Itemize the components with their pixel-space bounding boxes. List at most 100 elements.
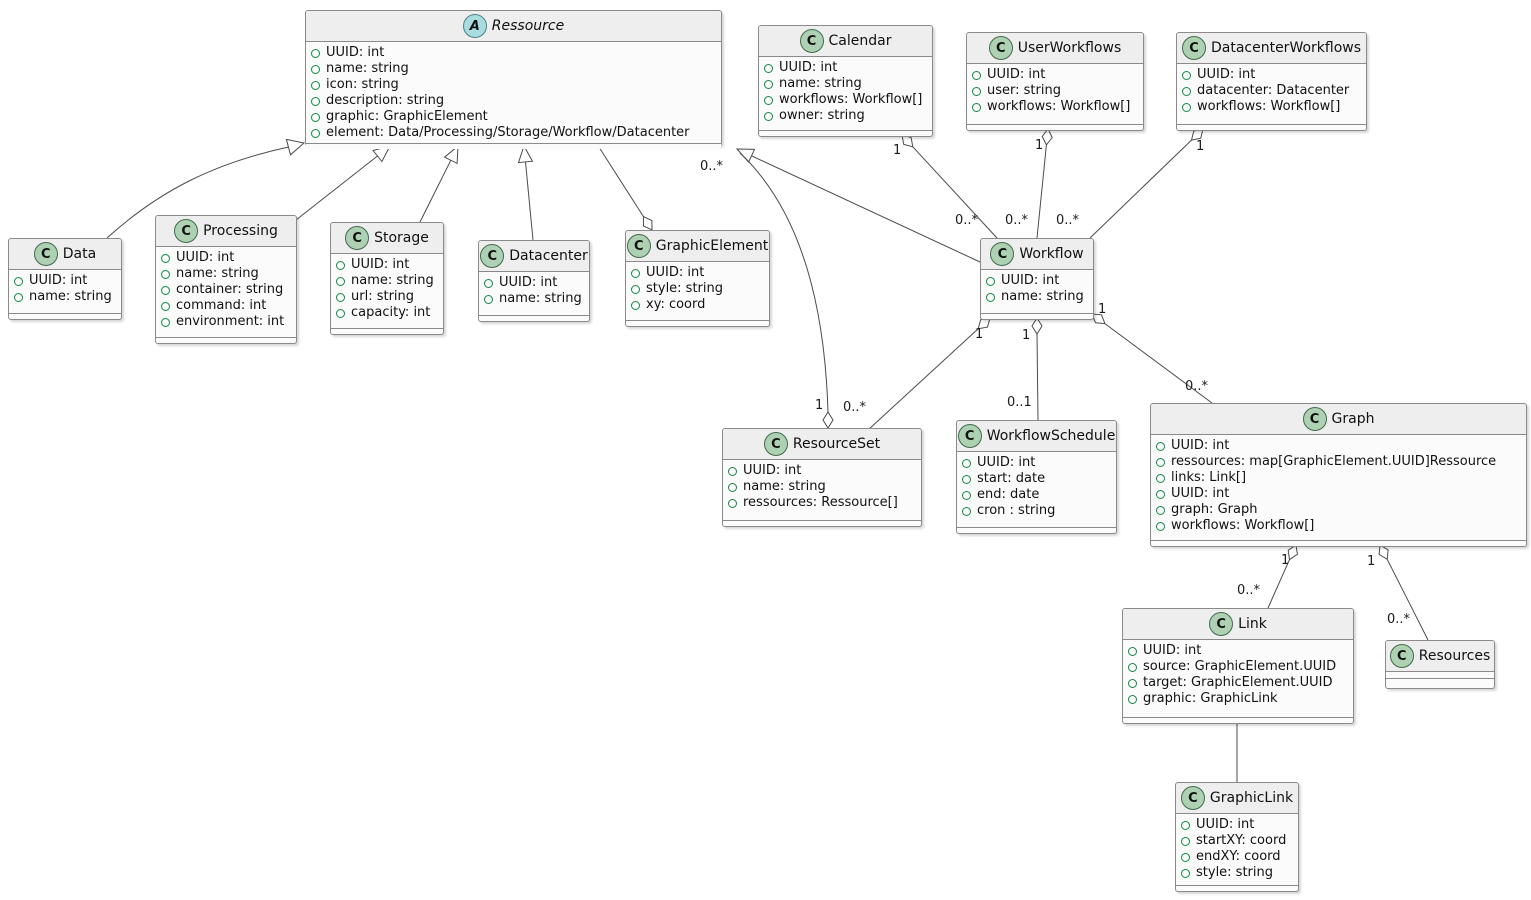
attribute: ressources: Ressource[] — [728, 495, 915, 511]
class-header: C Link — [1123, 609, 1353, 640]
class-storage: C Storage UUID: int name: string url: st… — [330, 222, 444, 335]
attribute: datacenter: Datacenter — [1182, 83, 1360, 99]
multiplicity-label: 1 — [975, 327, 984, 342]
class-header: C Datacenter — [479, 241, 589, 272]
class-name: ResourceSet — [792, 436, 881, 452]
multiplicity-label: 0..* — [955, 213, 979, 228]
class-name: Processing — [203, 223, 278, 239]
attributes-compartment — [1386, 671, 1494, 678]
class-icon: C — [480, 244, 505, 268]
methods-compartment — [306, 143, 721, 149]
class-name: GraphicLink — [1209, 790, 1294, 806]
attribute: graphic: GraphicElement — [311, 109, 715, 125]
visibility-icon — [631, 268, 640, 278]
aggregation-workflow-graph — [1091, 313, 1213, 404]
visibility-icon — [336, 260, 345, 270]
attribute: UUID: int — [962, 455, 1110, 471]
attribute: workflows: Workflow[] — [1156, 518, 1520, 534]
attribute: source: GraphicElement.UUID — [1128, 659, 1347, 675]
aggregation-graph-resources — [1378, 544, 1429, 641]
class-icon: C — [799, 29, 824, 53]
visibility-icon — [1181, 820, 1190, 830]
methods-compartment — [156, 337, 296, 343]
attribute: workflows: Workflow[] — [1182, 99, 1360, 115]
inheritance-data-ressource — [106, 138, 306, 239]
visibility-icon — [336, 276, 345, 286]
aggregation-resourceset-ressource — [739, 152, 834, 429]
attribute: name: string — [161, 266, 290, 282]
class-icon: C — [957, 424, 982, 448]
class-icon: C — [1180, 786, 1205, 810]
methods-compartment — [1151, 540, 1526, 546]
class-header: C Calendar — [759, 26, 932, 57]
class-name: Graph — [1331, 411, 1375, 427]
attribute: UUID: int — [1156, 486, 1520, 502]
class-name: Link — [1238, 616, 1267, 632]
visibility-icon — [1156, 505, 1165, 515]
class-graphicelement: C GraphicElement UUID: int style: string… — [625, 230, 770, 327]
attribute: end: date — [962, 487, 1110, 503]
attribute: UUID: int — [972, 67, 1137, 83]
class-processing: C Processing UUID: int name: string cont… — [155, 215, 297, 344]
class-header: C Storage — [331, 223, 443, 254]
visibility-icon — [962, 474, 971, 484]
attribute: icon: string — [311, 77, 715, 93]
class-name: WorkflowSchedule — [986, 428, 1116, 444]
attribute: endXY: coord — [1181, 849, 1292, 865]
attribute: style: string — [631, 281, 763, 297]
visibility-icon — [986, 292, 995, 302]
multiplicity-label: 0..* — [700, 159, 724, 174]
visibility-icon — [764, 79, 773, 89]
multiplicity-label: 0..* — [1056, 213, 1080, 228]
attribute: element: Data/Processing/Storage/Workflo… — [311, 125, 715, 141]
attribute: graph: Graph — [1156, 502, 1520, 518]
inheritance-processing-ressource — [295, 145, 391, 221]
visibility-icon — [1181, 868, 1190, 878]
class-icon: C — [990, 242, 1015, 266]
attribute: user: string — [972, 83, 1137, 99]
visibility-icon — [161, 301, 170, 311]
methods-compartment — [981, 313, 1093, 319]
multiplicity-label: 1 — [1035, 138, 1044, 153]
class-name: Workflow — [1019, 246, 1084, 262]
class-resourceset: C ResourceSet UUID: int name: string res… — [722, 428, 922, 527]
visibility-icon — [484, 294, 493, 304]
class-graph: C Graph UUID: int ressources: map[Graphi… — [1150, 403, 1527, 547]
class-name: DatacenterWorkflows — [1210, 40, 1362, 56]
methods-compartment — [759, 130, 932, 136]
inheritance-workflow-ressource — [735, 148, 981, 263]
aggregation-calendar-workflow — [901, 134, 998, 239]
methods-compartment — [1176, 885, 1298, 891]
class-graphiclink: C GraphicLink UUID: int startXY: coord e… — [1175, 782, 1299, 892]
visibility-icon — [1182, 102, 1191, 112]
multiplicity-label: 0..* — [1005, 213, 1029, 228]
class-header: C Graph — [1151, 404, 1526, 435]
methods-compartment — [479, 315, 589, 321]
inheritance-datacenter-ressource — [517, 144, 534, 241]
methods-compartment — [1386, 678, 1494, 685]
visibility-icon — [962, 490, 971, 500]
attribute: style: string — [1181, 865, 1292, 881]
visibility-icon — [764, 95, 773, 105]
visibility-icon — [1128, 646, 1137, 656]
class-userworkflows: C UserWorkflows UUID: int user: string w… — [966, 32, 1144, 131]
attribute: target: GraphicElement.UUID — [1128, 675, 1347, 691]
attribute: UUID: int — [1128, 643, 1347, 659]
multiplicity-label: 0..1 — [1007, 395, 1032, 410]
attribute: name: string — [484, 291, 583, 307]
visibility-icon — [962, 506, 971, 516]
attribute: start: date — [962, 471, 1110, 487]
methods-compartment — [9, 313, 121, 319]
class-datacenter: C Datacenter UUID: int name: string — [478, 240, 590, 322]
attribute: startXY: coord — [1181, 833, 1292, 849]
class-name: Calendar — [828, 33, 892, 49]
attribute: capacity: int — [336, 305, 437, 321]
class-icon: C — [345, 226, 370, 250]
attribute: description: string — [311, 93, 715, 109]
attribute: ressources: map[GraphicElement.UUID]Ress… — [1156, 454, 1520, 470]
attribute: owner: string — [764, 108, 926, 124]
class-header: C DatacenterWorkflows — [1177, 33, 1366, 64]
aggregation-workflow-resourceset — [867, 317, 991, 431]
attribute: UUID: int — [728, 463, 915, 479]
class-header: C Data — [9, 239, 121, 270]
